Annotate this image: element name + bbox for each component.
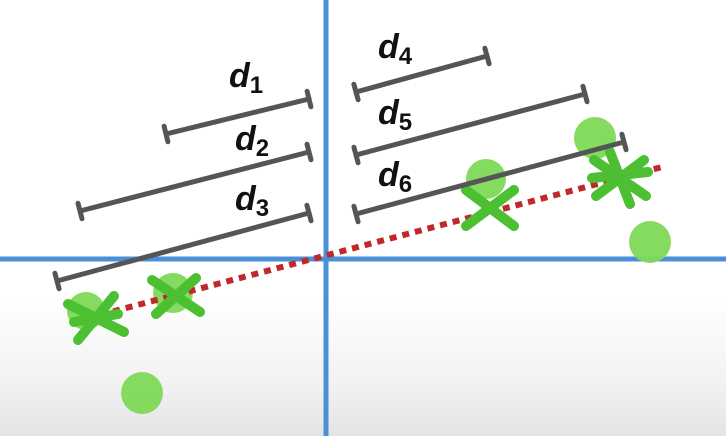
label-d4: d4 [378, 28, 413, 70]
bracket-d2 [75, 141, 314, 222]
label-d2: d2 [235, 120, 269, 162]
bracket-d3 [52, 202, 314, 292]
bracket-d4 [351, 45, 492, 103]
projection-marker [461, 185, 519, 231]
data-point [121, 372, 163, 414]
projection-marker [147, 273, 205, 319]
projection-marker [587, 147, 653, 209]
data-point [629, 221, 671, 263]
regression-line [87, 164, 663, 321]
bracket-d6 [351, 131, 629, 225]
label-d6: d6 [378, 156, 412, 198]
bracket-d5 [351, 83, 590, 166]
label-d5: d5 [378, 94, 412, 136]
label-d1: d1 [229, 57, 263, 99]
projection-marker [63, 291, 129, 345]
bracket-d1 [161, 88, 314, 145]
label-d3: d3 [235, 180, 269, 222]
